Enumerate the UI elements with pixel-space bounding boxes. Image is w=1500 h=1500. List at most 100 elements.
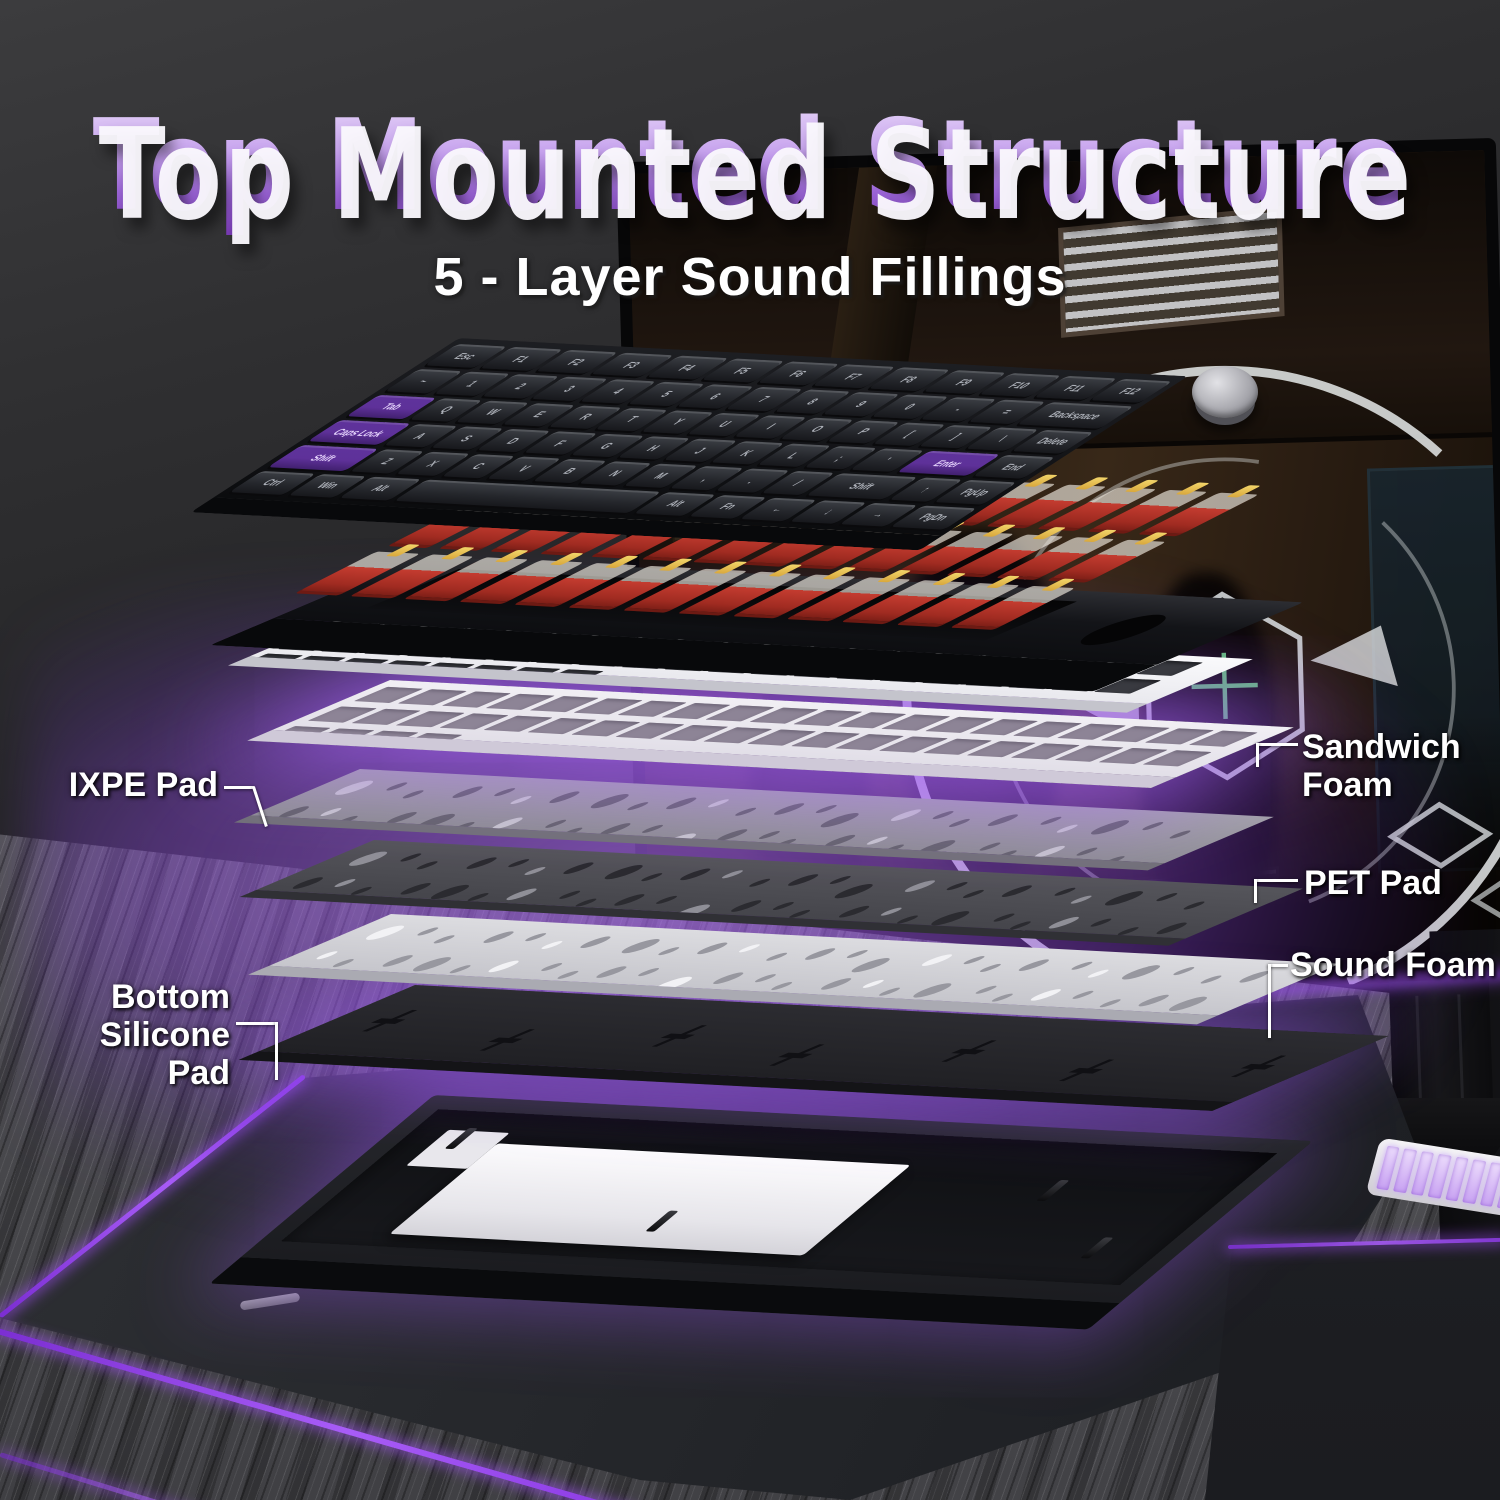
pad-hole xyxy=(771,838,800,848)
pad-hole xyxy=(381,811,422,824)
pad-hole xyxy=(976,842,1005,851)
leader-line xyxy=(1256,743,1259,767)
pad-hole xyxy=(1084,969,1113,978)
pad-hole xyxy=(287,876,328,890)
pad-hole xyxy=(538,940,566,950)
pad-hole xyxy=(712,828,753,842)
pad-hole xyxy=(1072,847,1101,856)
pad-hole xyxy=(597,864,650,880)
pad-hole xyxy=(1197,975,1226,984)
pad-hole xyxy=(382,782,411,791)
pad-hole xyxy=(877,907,906,916)
pad-hole xyxy=(899,880,941,893)
pad-hole xyxy=(1051,887,1079,896)
leader-line xyxy=(1256,743,1298,746)
title-row: Top Mounted Structure xyxy=(0,94,1500,240)
pad-hole xyxy=(972,985,1001,994)
pad-hole xyxy=(863,836,892,845)
pad-hole xyxy=(1180,901,1209,910)
pad-hole xyxy=(929,810,958,820)
pad-hole xyxy=(988,993,1017,1002)
pad-hole xyxy=(614,938,667,954)
volume-knob xyxy=(1192,366,1258,418)
switch-stem xyxy=(1083,529,1119,542)
pad-hole xyxy=(1069,990,1097,1000)
pad-hole xyxy=(718,870,747,879)
pad-hole xyxy=(637,872,666,882)
silicone-cross-mark xyxy=(931,1039,1007,1063)
pad-hole xyxy=(910,839,963,855)
pad-hole xyxy=(1053,824,1082,833)
switch-stem xyxy=(712,561,748,575)
callout-ixpe-pad: IXPE Pad xyxy=(68,766,218,804)
switch-stem xyxy=(876,570,912,583)
pad-hole xyxy=(333,815,362,825)
pad-hole xyxy=(1169,966,1198,976)
pad-hole xyxy=(342,851,394,867)
pad-hole xyxy=(537,962,566,972)
pad-hole xyxy=(1133,994,1174,1007)
switch-stem xyxy=(602,555,639,569)
leader-line xyxy=(1254,879,1257,903)
pad-hole xyxy=(875,987,904,996)
pad-hole xyxy=(745,878,774,887)
callout-line: Foam xyxy=(1302,766,1393,804)
pad-hole xyxy=(647,976,699,992)
pad-hole xyxy=(726,899,767,913)
pad-hole xyxy=(396,853,425,862)
pad-hole xyxy=(844,957,897,973)
pad-hole xyxy=(571,898,600,907)
pad-hole xyxy=(313,950,341,960)
switch-stem xyxy=(1039,578,1076,592)
pad-hole xyxy=(945,818,974,828)
callout-line: Sandwich xyxy=(1302,728,1461,766)
pad-hole xyxy=(583,793,636,809)
callout-sandwich-foam: Sandwich Foam xyxy=(1302,728,1461,804)
pad-hole xyxy=(799,947,841,961)
silicone-cross-mark xyxy=(641,1024,717,1048)
pad-hole xyxy=(521,932,550,942)
pad-hole xyxy=(916,954,958,967)
pad-hole xyxy=(591,965,632,979)
pad-hole xyxy=(661,797,702,810)
pad-hole xyxy=(554,970,582,980)
pad-hole xyxy=(544,791,585,804)
pad-hole xyxy=(359,925,411,941)
silicone-cross-mark xyxy=(352,1009,427,1033)
pad-hole xyxy=(708,972,749,985)
pad-hole xyxy=(413,927,442,936)
pad-hole xyxy=(1043,916,1084,929)
pad-hole xyxy=(410,813,462,829)
pad-hole xyxy=(234,831,254,845)
pad-hole xyxy=(507,795,535,805)
pad-hole xyxy=(541,819,570,829)
switch-stem xyxy=(821,567,857,580)
pad-hole xyxy=(819,834,861,847)
pad-hole xyxy=(665,904,717,920)
pad-hole xyxy=(755,830,784,840)
pad-hole xyxy=(782,873,824,887)
pad-hole xyxy=(329,958,358,968)
pad-hole xyxy=(893,915,922,924)
switch-stem xyxy=(985,575,1021,589)
pad-hole xyxy=(347,886,376,896)
leader-line xyxy=(224,786,254,789)
pad-hole xyxy=(478,931,519,944)
pad-hole xyxy=(885,809,927,822)
pad-hole xyxy=(424,884,476,900)
pad-hole xyxy=(675,868,716,881)
silicone-cross-mark xyxy=(1049,1058,1124,1082)
pad-hole xyxy=(990,913,1019,922)
pad-hole xyxy=(769,901,798,911)
pad-hole xyxy=(943,881,972,891)
pad-hole xyxy=(1067,895,1096,904)
pad-hole xyxy=(1025,988,1066,1002)
pad-hole xyxy=(813,812,866,828)
pad-hole xyxy=(812,804,841,814)
silicone-cross-mark xyxy=(759,1043,834,1067)
pad-hole xyxy=(557,827,586,836)
pad-hole xyxy=(464,892,493,902)
pad-hole xyxy=(575,936,616,949)
pad-hole xyxy=(704,799,733,808)
